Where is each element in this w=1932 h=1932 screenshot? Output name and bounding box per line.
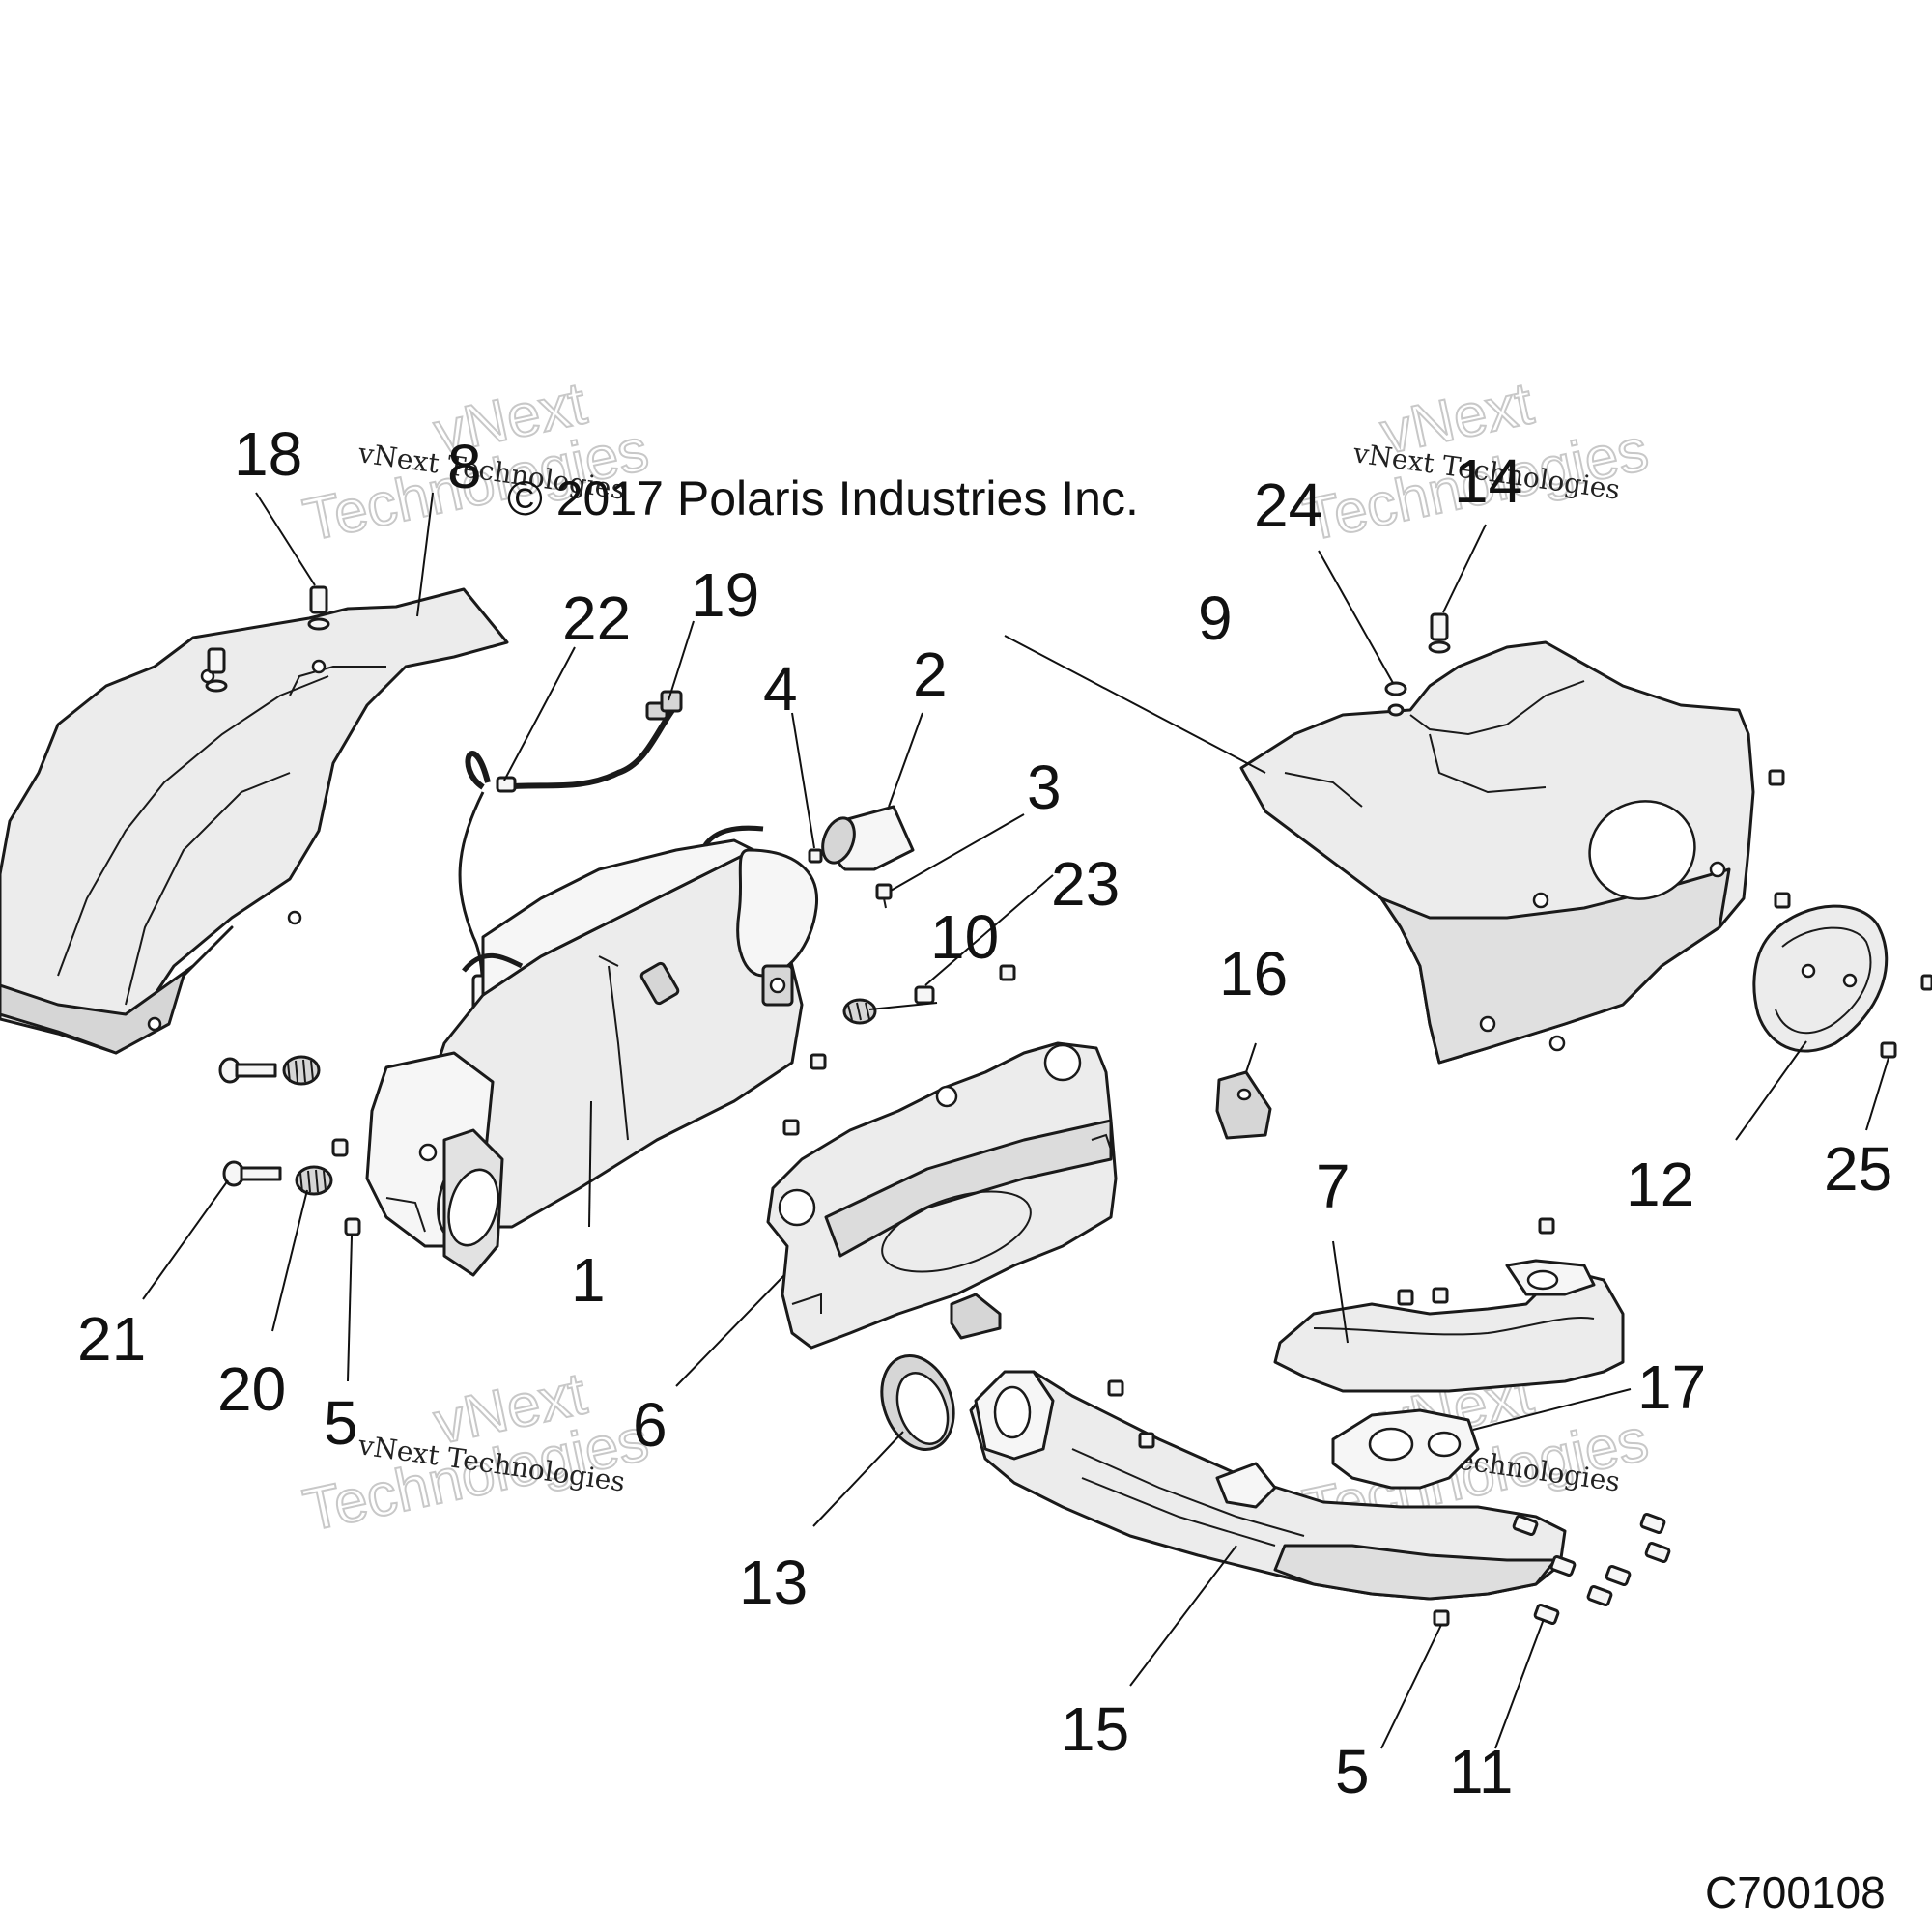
bolt-18-part <box>205 585 330 693</box>
copyright-notice: © 2017 Polaris Industries Inc. <box>507 471 1139 526</box>
pipe-7-fasteners-part <box>1397 1217 1555 1306</box>
callout-5-left: 5 <box>324 1388 358 1458</box>
nut-6-clips-part <box>782 964 1016 1136</box>
shield-right-screws-part <box>1768 769 1791 909</box>
rubber-mount-16-part <box>1215 1070 1272 1140</box>
callout-20: 20 <box>217 1354 286 1424</box>
callout-labels: 18 8 22 19 4 2 3 23 10 9 24 14 16 12 25 … <box>77 419 1892 1806</box>
callout-12: 12 <box>1626 1150 1694 1219</box>
washer-24-part <box>1384 681 1407 717</box>
spring-10-part <box>842 998 877 1025</box>
callout-3: 3 <box>1027 753 1062 822</box>
callout-13: 13 <box>739 1548 808 1617</box>
bolt-21-part <box>218 1057 282 1187</box>
exhaust-pipe-upper-part <box>1273 1259 1625 1393</box>
callout-1: 1 <box>571 1245 606 1315</box>
bolt-14-part <box>1428 612 1451 654</box>
callout-24: 24 <box>1254 470 1322 540</box>
sleeve-ring-13-part <box>880 1354 955 1451</box>
callout-4: 4 <box>763 654 798 724</box>
spring-20-part <box>282 1055 333 1196</box>
callout-22: 22 <box>562 583 631 653</box>
nut-5-left-part <box>331 1138 361 1236</box>
callout-14: 14 <box>1454 446 1522 516</box>
callout-7: 7 <box>1316 1151 1350 1221</box>
callout-18: 18 <box>234 419 302 489</box>
gasket-17-part <box>1331 1408 1480 1490</box>
header-fasteners-part <box>1107 1379 1450 1627</box>
nut-23-part <box>914 985 935 1005</box>
callout-11: 11 <box>1449 1737 1513 1806</box>
bolts-11-part <box>1512 1513 1671 1625</box>
cover-plate-12-part <box>1752 904 1889 1053</box>
screw-25-part <box>1880 974 1932 1059</box>
callout-9: 9 <box>1198 583 1233 653</box>
callout-5-bottom: 5 <box>1335 1737 1370 1806</box>
heat-shield-left-part <box>0 587 509 1055</box>
callout-10: 10 <box>930 902 999 972</box>
callout-15: 15 <box>1061 1694 1129 1764</box>
callout-19: 19 <box>691 560 759 630</box>
leader-lines <box>142 492 1889 1749</box>
converter-inlet-flange-part <box>365 1051 504 1277</box>
cap-2-part <box>821 805 915 871</box>
callout-17: 17 <box>1637 1352 1706 1422</box>
callout-8: 8 <box>447 432 482 501</box>
callout-2: 2 <box>913 639 948 709</box>
rubber-mount-part <box>950 1293 1002 1340</box>
callout-21: 21 <box>77 1304 146 1374</box>
callout-6: 6 <box>633 1390 668 1460</box>
heat-shield-right-part <box>1239 640 1755 1065</box>
callout-25: 25 <box>1824 1134 1892 1204</box>
screw-3-part <box>875 883 893 909</box>
callout-16: 16 <box>1219 939 1288 1009</box>
clip-4-part <box>808 848 823 864</box>
figure-id: C700108 <box>1705 1867 1886 1918</box>
callout-23: 23 <box>1051 849 1120 919</box>
heat-shield-center-part <box>766 1041 1118 1350</box>
catalytic-converter-part <box>423 825 819 1229</box>
